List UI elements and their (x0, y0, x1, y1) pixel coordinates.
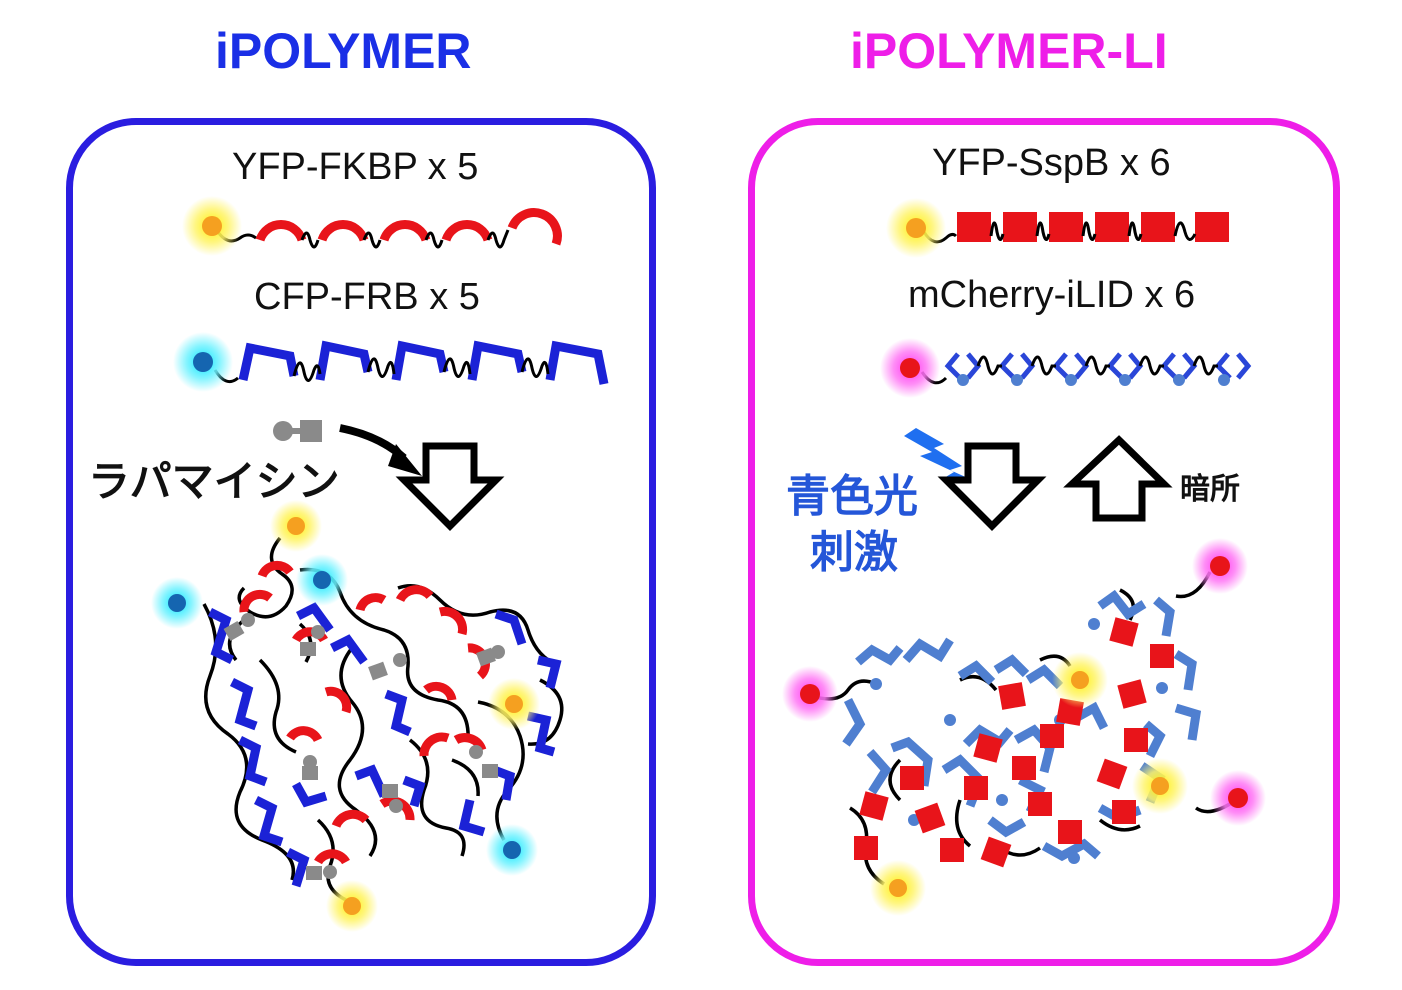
ipolymer-li-network (782, 538, 1266, 916)
panel-ipolymer (66, 118, 656, 966)
hollow-arrow-down-icon (395, 442, 505, 531)
yfp-sspb-chain (886, 198, 1229, 258)
label-rapamycin: ラパマイシン (88, 457, 340, 506)
rapamycin-molecule-icon (273, 420, 322, 442)
ipolymer-network (151, 500, 564, 932)
hollow-arrow-up-icon (1063, 435, 1173, 522)
mcherry-ilid-chain (880, 338, 1252, 398)
title-ipolymer: iPOLYMER (215, 23, 472, 79)
label-darkness: 暗所 (1180, 472, 1240, 507)
label-yfp-sspb: YFP-SspB x 6 (932, 142, 1171, 184)
lightning-icon (904, 428, 990, 488)
label-blue-light: 青色光 (786, 471, 918, 522)
title-ipolymer-li: iPOLYMER-LI (850, 23, 1168, 79)
hollow-arrow-down-icon (937, 442, 1047, 531)
label-cfp-frb: CFP-FRB x 5 (254, 276, 480, 318)
yfp-fkbp-chain (182, 196, 562, 256)
label-stimulation: 刺激 (810, 527, 898, 578)
label-mcherry-ilid: mCherry-iLID x 6 (908, 274, 1196, 316)
label-yfp-fkbp: YFP-FKBP x 5 (232, 146, 479, 188)
curved-arrow-icon (339, 424, 422, 476)
cfp-frb-chain (173, 332, 609, 392)
cfp-core (193, 352, 213, 372)
yfp-core (202, 216, 222, 236)
